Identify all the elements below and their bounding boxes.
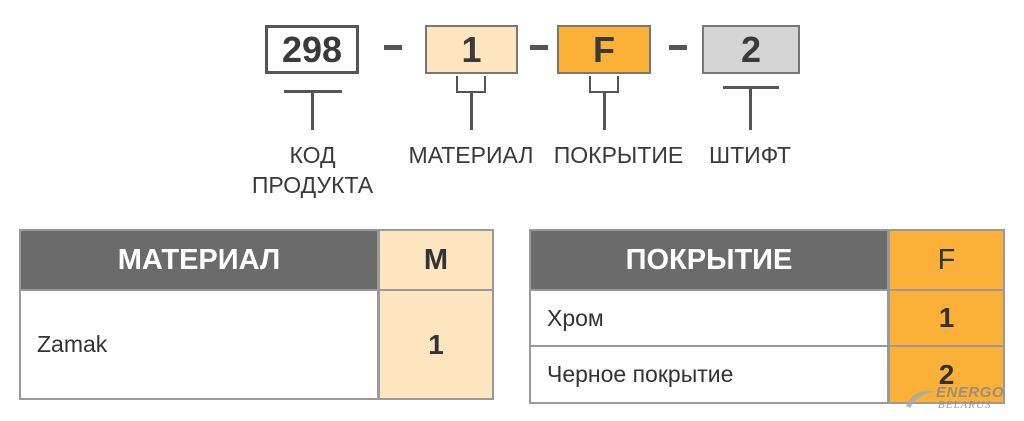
coating-table-code-header: F: [890, 231, 1003, 289]
pin-code-value: 2: [740, 28, 762, 70]
table-row-code: 2: [890, 347, 1003, 402]
product-code-box: 298: [265, 25, 359, 74]
logo-text-energo: ENERGO: [936, 384, 1005, 401]
logo-text-belarus: BELARUS: [938, 399, 992, 411]
coating-label: ПОКРЫТИЕ: [553, 142, 684, 168]
pin-code-box: 2: [702, 25, 800, 74]
coating-code-black: 2: [938, 358, 955, 390]
material-table-header-text: МАТЕРИАЛ: [117, 243, 281, 276]
material-connector-bracket: [456, 76, 486, 93]
material-code-value: 1: [461, 28, 482, 70]
logo-swoosh-icon: [906, 390, 936, 408]
table-row-name: Zamak: [21, 291, 377, 398]
separator-dash: [384, 45, 402, 50]
coating-table-header-text: ПОКРЫТИЕ: [625, 243, 793, 276]
product-code-label-line1: КОД: [289, 142, 336, 168]
coating-table: ПОКРЫТИЕ F Хром 1 Черное покрытие 2: [529, 229, 1005, 404]
table-row-code: 1: [890, 291, 1003, 345]
material-table: МАТЕРИАЛ M Zamak 1: [19, 229, 494, 400]
table-row-code: 1: [380, 291, 492, 398]
energo-belarus-logo: ENERGO BELARUS: [904, 384, 1016, 416]
material-table-header: МАТЕРИАЛ: [21, 231, 377, 289]
pin-label: ШТИФТ: [709, 142, 791, 168]
pin-connector-stem: [749, 86, 752, 130]
material-label: МАТЕРИАЛ: [408, 142, 534, 168]
coating-connector-stem: [603, 93, 606, 130]
coating-code-box: F: [557, 25, 651, 74]
coating-code-value: F: [593, 28, 615, 70]
material-table-code-header: M: [380, 231, 492, 289]
table-row-name: Черное покрытие: [531, 347, 887, 402]
material-connector-stem: [470, 93, 473, 130]
coating-table-header: ПОКРЫТИЕ: [531, 231, 887, 289]
product-code-label-line2: ПРОДУКТА: [251, 172, 374, 198]
coating-name-chrome: Хром: [547, 304, 604, 331]
coating-connector-bracket: [589, 76, 619, 93]
separator-dash: [530, 45, 548, 50]
material-code-box: 1: [425, 25, 518, 74]
coating-code-chrome: 1: [938, 302, 955, 333]
material-name-zamak: Zamak: [37, 331, 108, 357]
product-code-value: 298: [281, 28, 343, 70]
material-table-code-header-text: M: [423, 243, 449, 276]
coating-table-code-header-text: F: [937, 243, 956, 276]
separator-dash: [669, 45, 687, 50]
table-row-name: Хром: [531, 291, 887, 345]
material-code-zamak: 1: [428, 328, 444, 360]
product-connector-stem: [311, 90, 314, 130]
coating-name-black: Черное покрытие: [547, 361, 734, 387]
product-code-label: КОД ПРОДУКТА: [240, 140, 385, 200]
